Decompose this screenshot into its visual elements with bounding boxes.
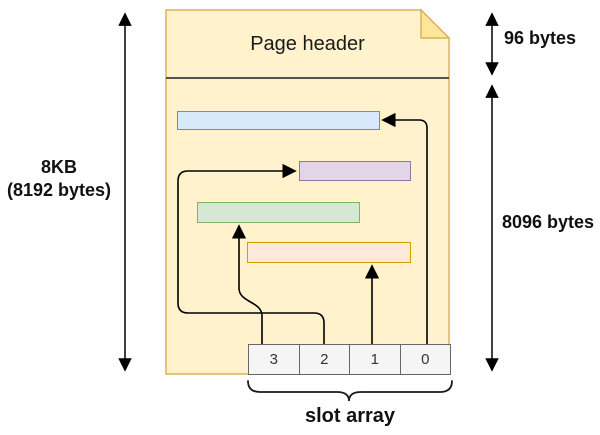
- purple-row: [299, 161, 411, 181]
- slot-cell-3: 3: [269, 351, 278, 368]
- total-size-line1: 8KB: [40, 157, 77, 177]
- total-size-label: 8KB (8192 bytes): [0, 156, 118, 202]
- total-size-line2: (8192 bytes): [6, 180, 112, 200]
- connector-slot0-to-blue-row: [381, 112, 428, 344]
- header-size-label: 96 bytes: [504, 28, 577, 48]
- body-size-label: 8096 bytes: [502, 212, 595, 232]
- slot-cell-1: 1: [349, 345, 400, 374]
- slot-array-label: slot array: [304, 405, 396, 427]
- slot-array: 3 2 1 0: [248, 344, 451, 375]
- blue-row: [177, 111, 380, 130]
- orange-row: [247, 242, 411, 263]
- page-fold-icon: [420, 8, 451, 39]
- green-row: [197, 202, 360, 223]
- connector-slot3-to-green-row: [231, 224, 263, 344]
- page-header-label: Page header: [250, 33, 365, 55]
- slot-cell-0: 0: [399, 345, 451, 374]
- slot-array-brace: [247, 380, 453, 402]
- connector-slot2-to-purple-row: [177, 163, 325, 344]
- page-shape: [165, 9, 450, 375]
- slot-cell-2: 2: [298, 345, 350, 374]
